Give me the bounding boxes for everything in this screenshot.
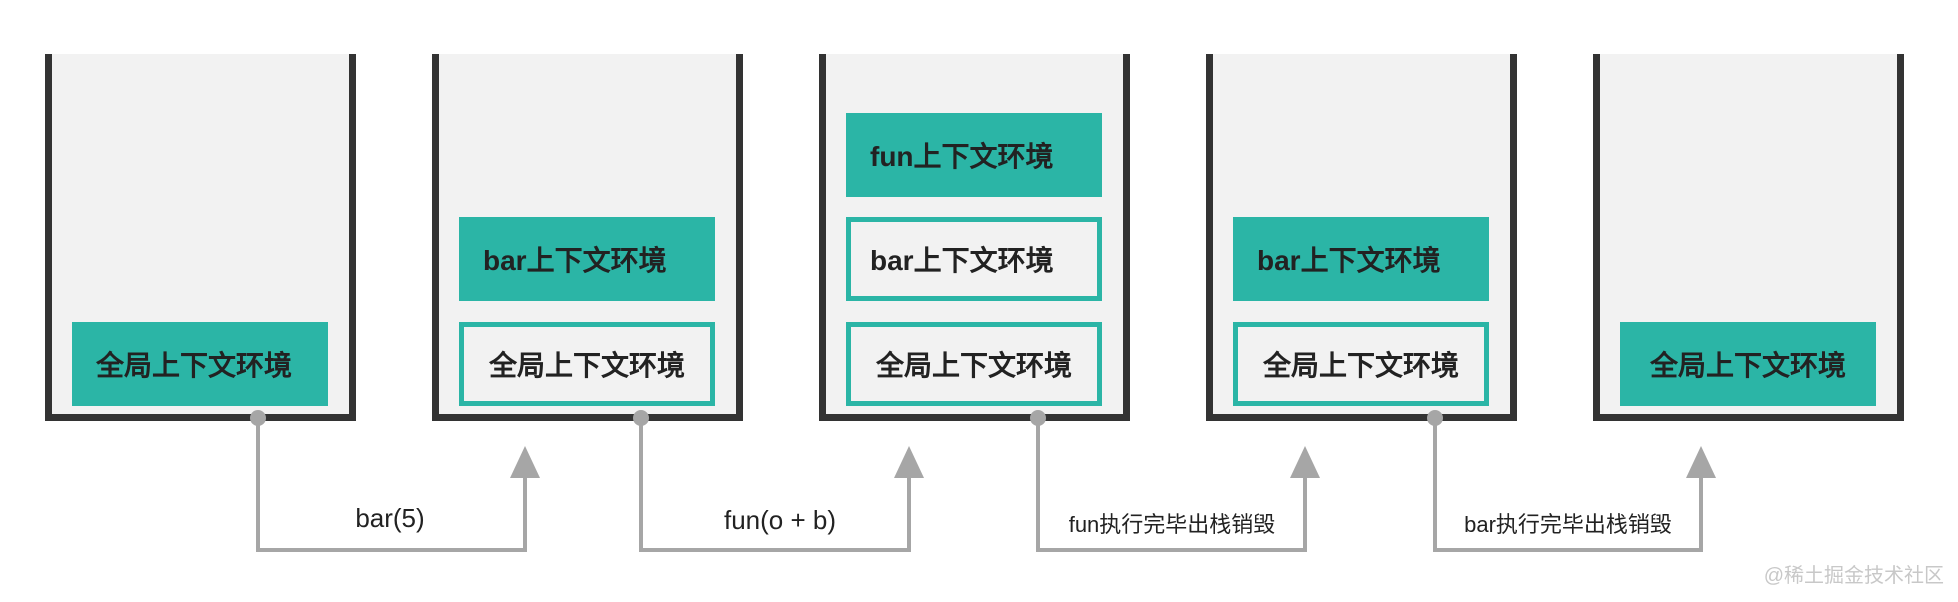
transition-arrow-1 [256,418,527,552]
arrow-start-dot [633,410,649,426]
context-box-global: 全局上下文环境 [846,322,1102,406]
call-stack-4: bar上下文环境 全局上下文环境 [1206,54,1517,421]
arrow-head [894,446,924,478]
transition-label-call-fun: fun(o + b) [723,505,837,535]
transition-arrow-2 [639,418,911,552]
watermark: @稀土掘金技术社区 [1763,565,1944,587]
context-box-global: 全局上下文环境 [459,322,715,406]
context-box-global: 全局上下文环境 [72,322,328,406]
call-stack-5: 全局上下文环境 [1593,54,1904,421]
arrow-head [510,446,540,478]
context-box-global: 全局上下文环境 [1620,322,1876,406]
context-box-global: 全局上下文环境 [1233,322,1489,406]
arrow-start-dot [1030,410,1046,426]
transition-label-fun-pop: fun执行完毕出栈销毁 [1068,512,1276,537]
context-box-bar: bar上下文环境 [1233,217,1489,301]
call-stack-1: 全局上下文环境 [45,54,356,421]
call-stack-2: bar上下文环境 全局上下文环境 [432,54,743,421]
arrow-start-dot [1427,410,1443,426]
arrow-head [1686,446,1716,478]
arrow-head [1290,446,1320,478]
transition-arrow-4 [1433,418,1703,552]
context-box-fun: fun上下文环境 [846,113,1102,197]
call-stack-3: fun上下文环境 bar上下文环境 全局上下文环境 [819,54,1130,421]
context-box-bar: bar上下文环境 [846,217,1102,301]
transition-label-bar-pop: bar执行完毕出栈销毁 [1464,512,1672,537]
transition-arrow-3 [1036,418,1307,552]
arrow-start-dot [250,410,266,426]
context-box-bar: bar上下文环境 [459,217,715,301]
transition-label-call-bar: bar(5) [355,503,425,533]
